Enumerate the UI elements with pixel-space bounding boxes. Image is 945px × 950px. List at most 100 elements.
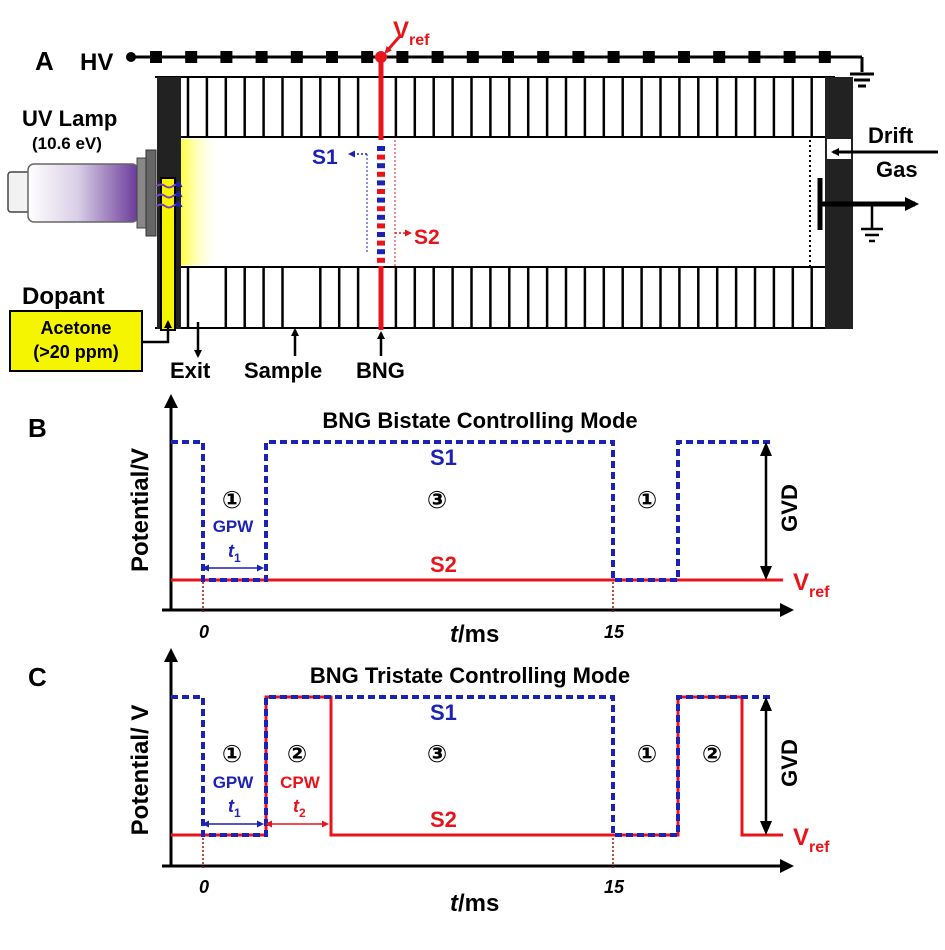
s2-grid-label: S2 [414, 226, 440, 249]
bng-grid-wire [377, 257, 385, 263]
bng-grid-wire [377, 223, 385, 229]
resistor [572, 51, 585, 63]
dopant-label: Dopant [22, 283, 105, 310]
panel-b-title: BNG Bistate Controlling Mode [322, 408, 637, 433]
panel-c-region-2: ② [287, 741, 307, 768]
resistor [326, 51, 338, 63]
panel-b-gpw-label: GPW [213, 517, 255, 536]
panel-c-region-2b: ② [702, 741, 722, 768]
bng-grid-wires [377, 146, 385, 263]
bng-grid-wire [377, 214, 385, 220]
panel-c-x-label: t/ms [450, 890, 499, 917]
s1-grid-label: S1 [312, 146, 338, 169]
resistor [396, 51, 409, 63]
resistor [748, 51, 761, 63]
panel-c-s1-waveform [171, 695, 772, 837]
resistor [255, 51, 268, 63]
panel-a: A HV Vref [7, 17, 938, 383]
panel-b-s1-waveform [171, 440, 772, 582]
panel-c-s2-label: S2 [430, 807, 457, 832]
hv-ground-icon [850, 72, 874, 88]
panel-c-label: C [28, 662, 47, 692]
panel-b-s1-label: S1 [430, 445, 457, 470]
bng-grid-wire [377, 197, 385, 203]
bng-grid-wire [377, 189, 385, 194]
bng-grid-wire [377, 146, 385, 151]
acetone-ppm-label: (>20 ppm) [33, 342, 119, 362]
resistor [466, 51, 479, 63]
resistor-chain [150, 51, 831, 63]
panel-c-region-3: ③ [427, 741, 447, 768]
bng-grid-wire [377, 240, 385, 246]
panel-b-label: B [28, 413, 47, 443]
bng-grid-wire [377, 180, 385, 186]
dopant-box [9, 310, 143, 372]
resistor [290, 51, 303, 63]
panel-b-gvd-label: GVD [777, 484, 802, 532]
panel-b: B BNG Bistate Controlling Mode Potential… [28, 394, 830, 648]
panel-b-s2-label: S2 [430, 552, 457, 577]
bng-grid-wire [377, 171, 385, 177]
bng-label: BNG [356, 358, 405, 383]
hv-terminal-dot [126, 52, 136, 62]
collector-ground-icon [861, 227, 883, 243]
panel-c-cpw-label: CPW [280, 773, 321, 792]
bng-grid-wire [377, 232, 385, 237]
dopant-channel [160, 177, 176, 331]
vref-pointer-a [384, 35, 402, 54]
panel-b-tick-15: 15 [604, 622, 625, 642]
panel-b-tick-0: 0 [199, 622, 209, 642]
panel-c-region-1b: ① [637, 741, 657, 768]
drift-label: Drift [868, 123, 914, 148]
ionization-glow [181, 139, 221, 265]
ring-electrodes [186, 77, 813, 328]
panel-c-tick-15: 15 [604, 877, 625, 897]
dopant-inlet-arrow [142, 320, 172, 344]
gas-label: Gas [876, 157, 918, 182]
panel-c-y-label: Potential/ V [127, 705, 154, 836]
panel-b-x-label: t/ms [450, 621, 499, 648]
resistor [220, 51, 233, 63]
panel-c-region-1: ① [222, 741, 242, 768]
panel-b-vref-label: Vref [793, 569, 830, 601]
panel-b-region-1: ① [222, 487, 242, 514]
sample-label: Sample [244, 358, 322, 383]
exit-label: Exit [170, 358, 211, 383]
bng-grid-wire [377, 206, 385, 212]
panel-c-gvd-label: GVD [777, 739, 802, 787]
panel-c-tick-0: 0 [199, 877, 209, 897]
resistor [185, 51, 198, 63]
hv-label: HV [80, 49, 113, 76]
panel-c-vref-label: Vref [793, 824, 830, 856]
panel-c: C BNG Tristate Controlling Mode Potentia… [28, 648, 830, 917]
resistor [502, 51, 514, 63]
panel-c-s1-label: S1 [430, 700, 457, 725]
resistor [431, 51, 444, 63]
resistor [642, 51, 655, 63]
resistor [678, 51, 690, 63]
resistor [537, 51, 550, 63]
resistor [607, 51, 620, 63]
bng-grid-wire [377, 249, 385, 255]
resistor [361, 51, 374, 63]
panel-c-title: BNG Tristate Controlling Mode [310, 663, 630, 688]
uv-energy-label: (10.6 eV) [32, 134, 102, 153]
uv-lamp [7, 149, 157, 237]
panel-b-region-3: ③ [427, 487, 447, 514]
bng-grid-wire [377, 154, 385, 160]
resistor [713, 51, 726, 63]
panel-c-t2-label: t2 [293, 796, 306, 820]
vref-label-a: Vref [393, 17, 430, 49]
resistor [783, 51, 796, 63]
panel-b-t1-label: t1 [228, 541, 241, 565]
resistor [150, 51, 162, 63]
panel-a-label: A [35, 46, 54, 76]
panel-b-region-1b: ① [637, 487, 657, 514]
bng-grid-wire [377, 163, 385, 169]
panel-b-y-label: Potential/V [127, 448, 154, 572]
uv-photon-arrows [156, 180, 183, 209]
acetone-label: Acetone [40, 318, 111, 338]
panel-c-t1-label: t1 [228, 796, 241, 820]
